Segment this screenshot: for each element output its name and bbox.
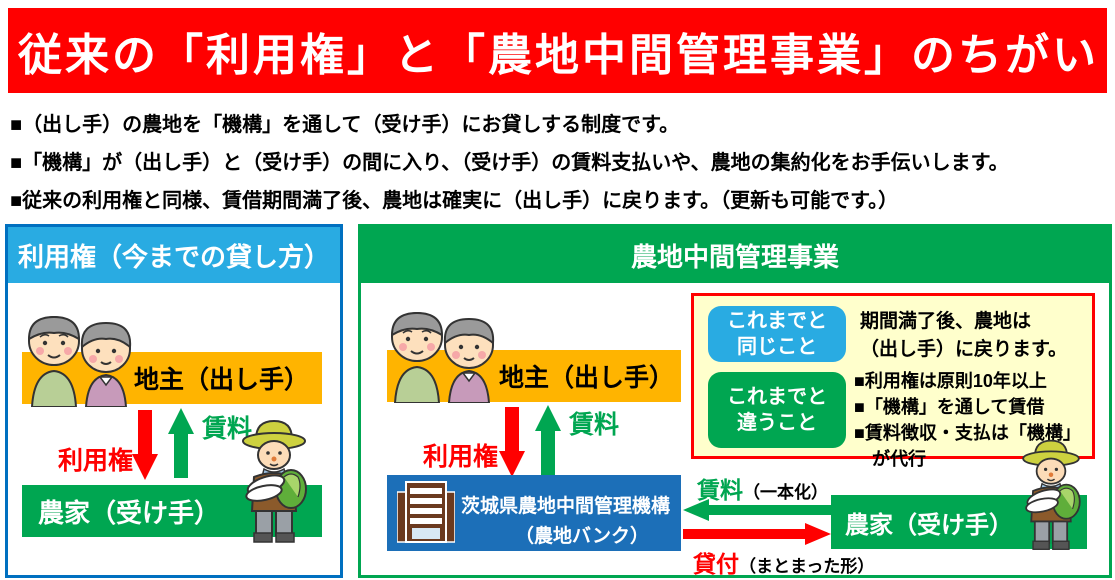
agency-box: 茨城県農地中間管理機構 （農地バンク） [387,475,681,551]
lease-arrow-label: 貸付（まとまった形） [693,545,874,579]
diff-item-4: が代行 [854,449,926,469]
farmer-image [242,419,307,543]
bullet-line-2: ■「機構」が（出し手）と（受け手）の間に入り、（受け手）の賃料支払いや、農地の集… [10,152,1009,174]
diff-item-2: ■「機構」を通して賃借 [854,397,1045,417]
usage-right-label: 利用権 [58,447,134,475]
farmer-label: 農家（受け手） [38,497,221,528]
rent-label: 賃料 [569,411,620,439]
farmer-label: 農家（受け手） [845,511,1013,539]
rent-arrow-label-main: 賃料 [697,477,743,503]
bullet-line-3: ■従来の利用権と同様、賃借期間満了後、農地は確実に（出し手）に戻ります。（更新も… [10,190,899,212]
elderly-couple-image [390,311,495,403]
diff-tag-line1: これまでと [727,386,827,408]
same-description: 期間満了後、農地は （出し手）に戻ります。 [860,308,1067,364]
agency-subname: （農地バンク） [515,526,649,547]
same-text-line1: 期間満了後、農地は [860,311,1032,332]
farmer-image [1022,439,1081,550]
agency-name: 茨城県農地中間管理機構 [461,496,671,517]
rent-up-arrow [168,408,194,478]
diff-item-1: ■利用権は原則10年以上 [854,371,1047,391]
elderly-couple-image [27,315,132,407]
rent-arrow-label: 賃料（一本化） [697,471,828,505]
diff-tag-line2: 違うこと [737,412,817,434]
page-title: 従来の「利用権」と「農地中間管理事業」のちがい [8,8,1107,93]
same-tag-line2: 同じこと [737,336,817,358]
rent-left-arrow [683,499,831,521]
same-text-line2: （出し手）に戻ります。 [860,339,1068,360]
landowner-label: 地主（出し手） [134,366,310,394]
usage-right-down-arrow [499,407,525,477]
usage-right-down-arrow [132,410,158,480]
diff-item-3: ■賃料徴収・支払は「機構」 [854,423,1081,443]
bullet-line-1: ■（出し手）の農地を「機構」を通して（受け手）にお貸しする制度です。 [10,114,680,136]
building-icon [397,481,455,543]
usage-right-label: 利用権 [423,443,499,471]
rent-up-arrow [535,405,561,475]
panel-intermediary: 農地中間管理事業 地主（出し手） 利用権 [358,224,1112,578]
lease-right-arrow [683,523,831,545]
diff-description: ■利用権は原則10年以上 ■「機構」を通して賃借 ■賃料徴収・支払は「機構」 が… [854,368,1081,472]
panel-usage-right-header: 利用権（今までの貸し方） [8,227,340,283]
panel-intermediary-header: 農地中間管理事業 [361,227,1109,283]
rent-arrow-label-note: （一本化） [743,483,828,502]
landowner-label: 地主（出し手） [499,364,675,392]
diff-tag: これまでと 違うこと [708,372,846,448]
comparison-info-box: これまでと 同じこと 期間満了後、農地は （出し手）に戻ります。 これまでと 違… [691,293,1095,469]
same-tag: これまでと 同じこと [708,306,846,362]
panel-usage-right: 利用権（今までの貸し方） 地主（出し手） [5,224,343,578]
lease-arrow-label-main: 貸付 [693,551,739,577]
lease-arrow-label-note: （まとまった形） [739,557,875,576]
same-tag-line1: これまでと [727,310,827,332]
